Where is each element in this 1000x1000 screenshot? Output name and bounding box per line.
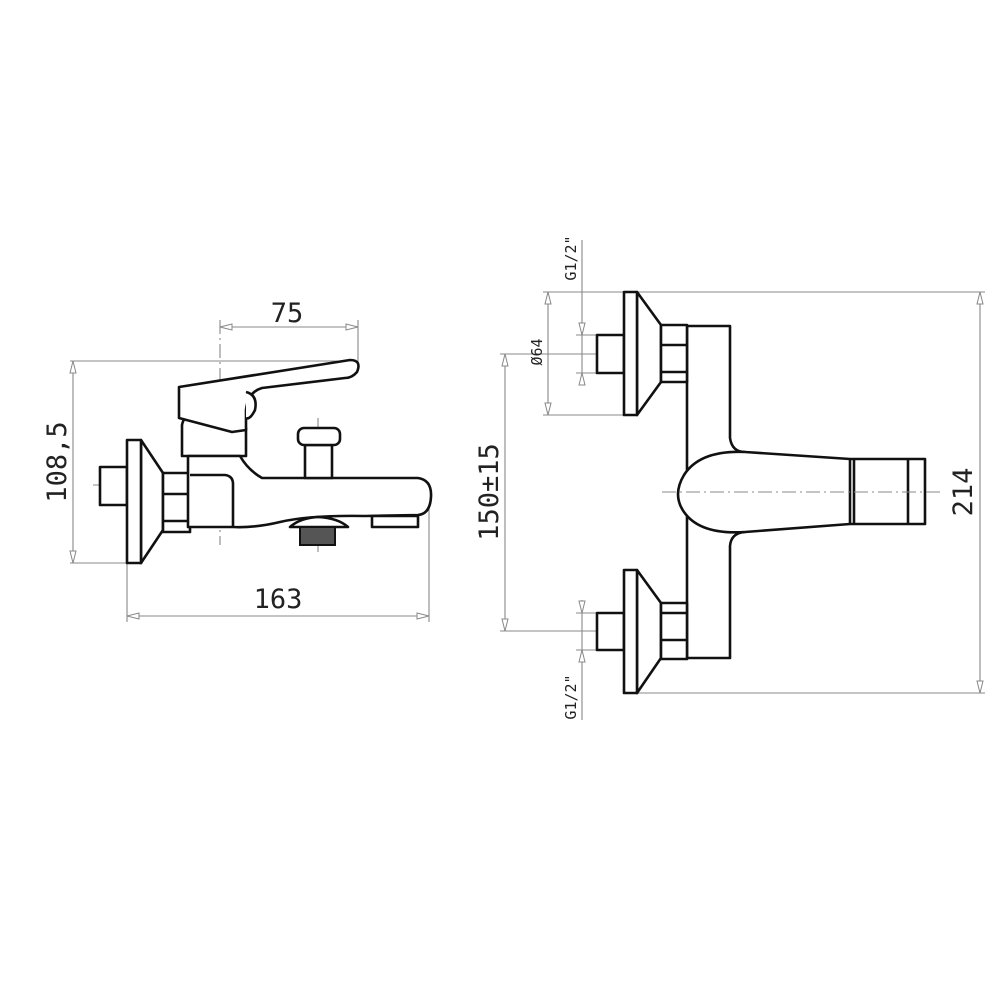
body-edge	[190, 473, 235, 527]
flange-bottom	[622, 568, 639, 695]
outlet-boss	[288, 515, 350, 529]
nut-top	[659, 323, 689, 384]
arrowheads	[501, 291, 984, 694]
lever-pivot	[245, 390, 257, 420]
front-view: G1/2" G1/2" Ø64 150±15 214	[474, 235, 985, 720]
dim-label-150: 150±15	[474, 443, 505, 541]
nut	[161, 471, 192, 534]
threaded-outlet	[299, 526, 336, 546]
thread-label-top: G1/2"	[562, 235, 580, 280]
dim-label-163: 163	[254, 584, 303, 615]
dim-label-108-5: 108,5	[42, 421, 73, 502]
thread-label-bottom: G1/2"	[562, 674, 580, 719]
side-view: 75 108,5 163	[42, 298, 433, 622]
lever-handle	[177, 358, 360, 434]
flange-top	[622, 290, 639, 417]
dim-label-64: Ø64	[528, 338, 546, 365]
spout-body	[186, 454, 433, 529]
dim-label-75: 75	[271, 298, 304, 329]
inlet-stub-bottom	[595, 611, 626, 652]
diverter-knob	[296, 426, 342, 447]
inlet-stub-top	[595, 333, 626, 375]
dim-label-214: 214	[948, 468, 979, 517]
flange-cone-bottom	[635, 568, 663, 695]
flange	[125, 438, 143, 565]
aerator	[370, 514, 420, 529]
nut-bottom	[659, 601, 689, 661]
flange-cone	[139, 438, 165, 565]
flange-cone-top	[635, 290, 663, 417]
diverter-stem	[303, 443, 334, 480]
inlet-stub	[98, 465, 129, 507]
arrowheads	[69, 323, 430, 620]
